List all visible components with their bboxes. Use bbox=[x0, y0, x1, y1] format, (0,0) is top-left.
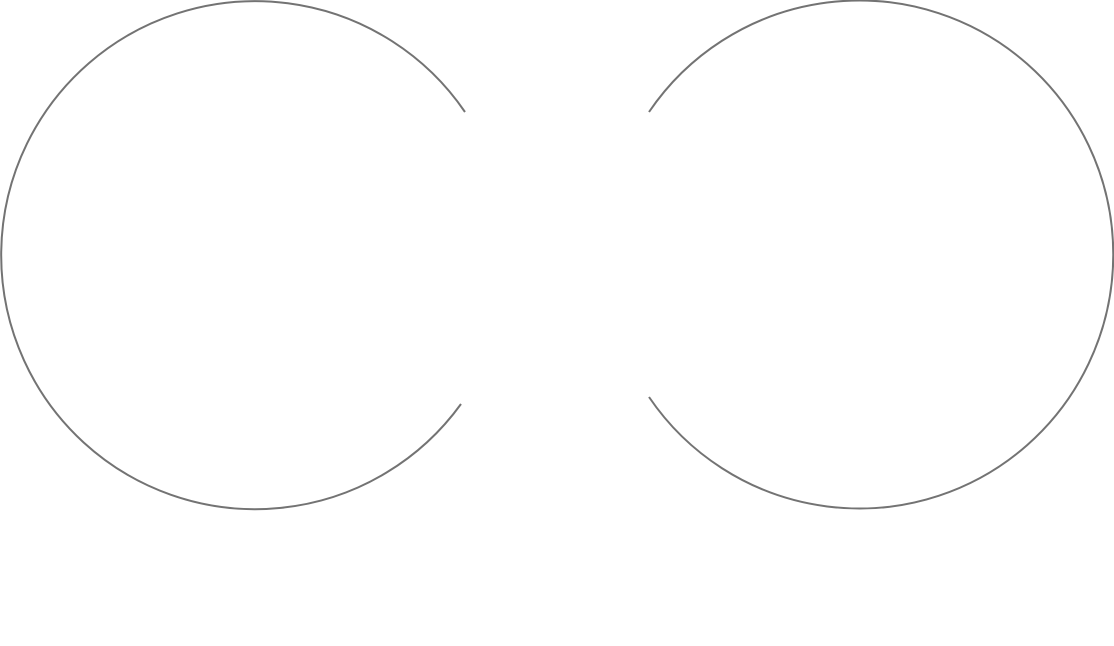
left-open-circle-arc bbox=[0, 0, 466, 511]
right-open-circle-arc bbox=[648, 0, 1114, 510]
